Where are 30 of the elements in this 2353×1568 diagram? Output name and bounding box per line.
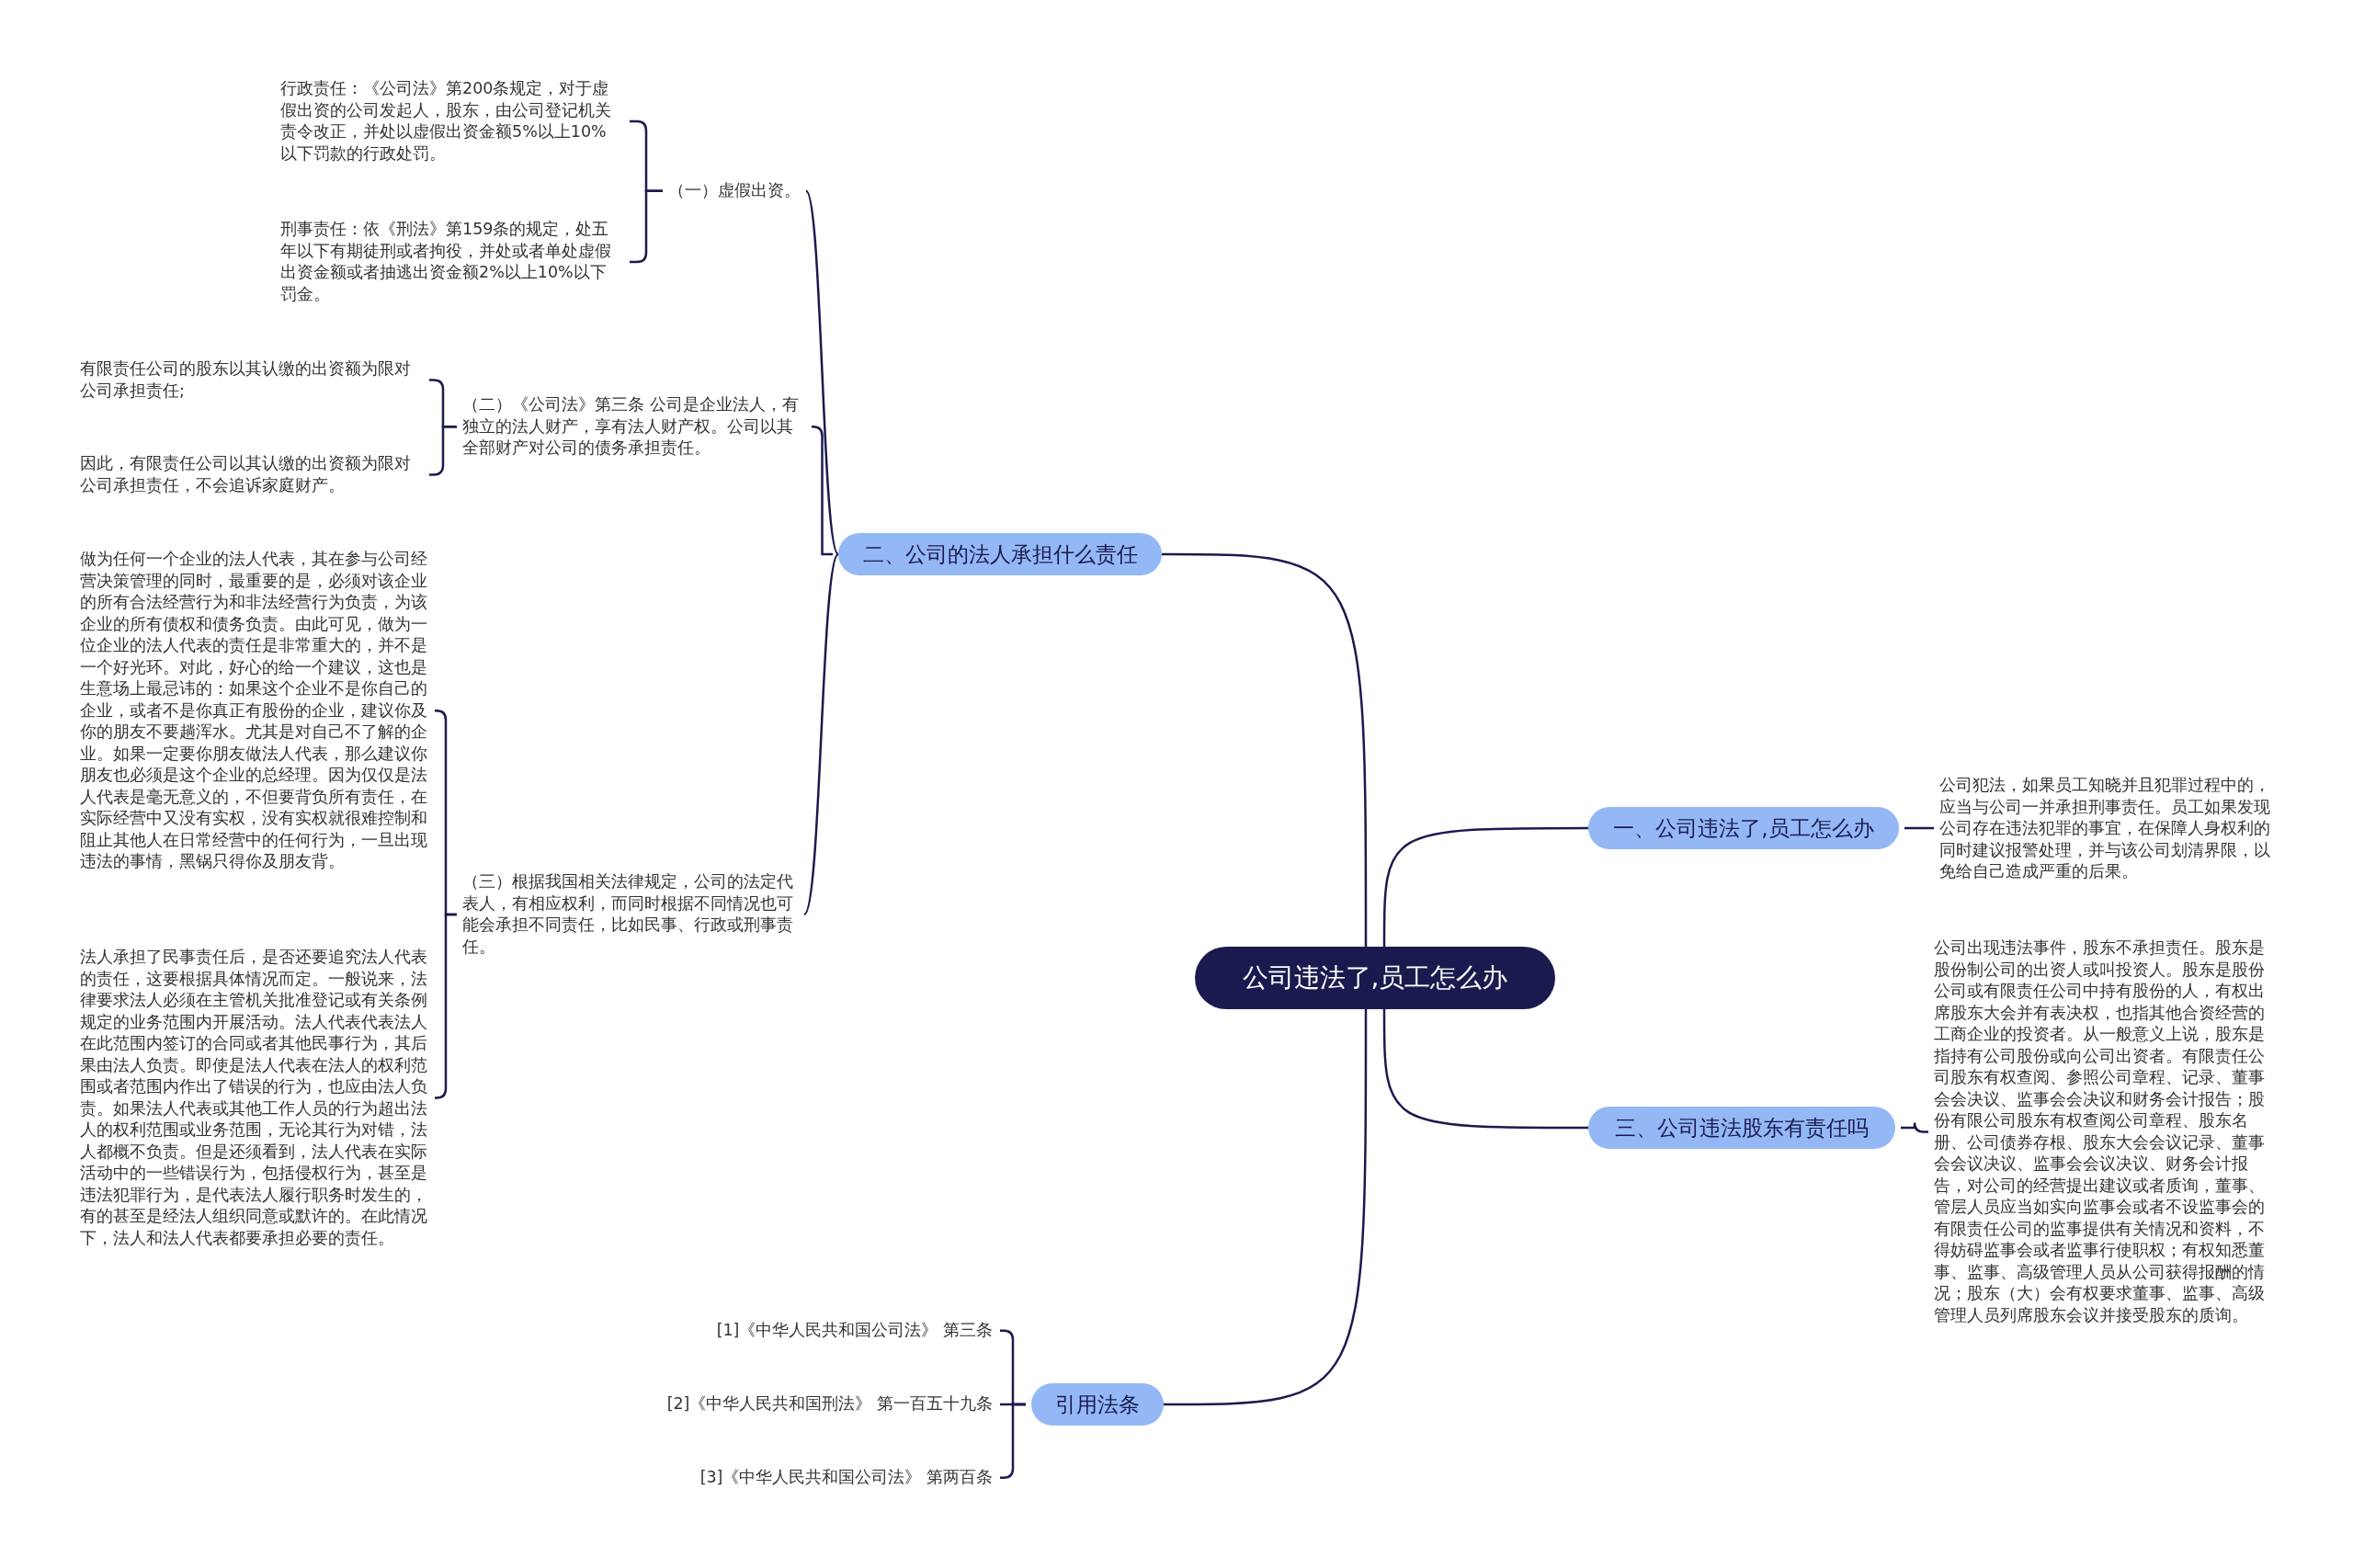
reference-text: [3]《中华人民共和国公司法》 第两百条 [515,1467,993,1489]
note-text: 公司犯法，如果员工知晓并且犯罪过程中的，应当与公司一并承担刑事责任。员工如果发现公司存在违法犯罪的事宜，在保障人身权利的同时建议报警处理，并与该公司划清界限，以免给自己造成严重的后果。 [1939,775,2281,883]
connector-line [1382,1009,1588,1130]
note-text: 因此，有限责任公司以其认缴的出资额为限对公司承担责任，不会追诉家庭财产。 [80,453,422,496]
connector-line [804,190,840,555]
note-text: 公司出现违法事件，股东不承担责任。股东是股份制公司的出资人或叫投资人。股东是股份公司或有限责任公司中持有股份的人，有权出席股东大会并有表决权，也指其他合资经营的工商企业的投资者。从一般意义上说，股东是指持有公司股份或向公司出资者。有限责任公司股东有权查阅、参照公司章程、记录、董事会会决议、监事会会决议和财务会计报告；股份有限公司股东有权查阅公司章程、股东名册、公司债券存根、股东大会会议记录、董事会会议决议、监事会会议决议、财务会计报告，对公司的经营提出建议或者质询，董事、管层人员应当如实向监事会或者不设监事会的有限责任公司的监事提供有关情况和资料，不得妨碍监事会或者监事行使职权；有权知悉董事、监事、高级管理人员从公司获得报酬的情况；股东（大）会有权要求董事、监事、高级管理人员列席股东会议并接受股东的质询。 [1934,937,2276,1326]
connector-line [1162,552,1368,947]
note-text: （三）根据我国相关法律规定，公司的法定代表人，有相应权利，而同时根据不同情况也可能会承担不同责任，比如民事、行政或刑事责任。 [462,871,804,958]
topic-pill: 二、公司的法人承担什么责任 [838,533,1162,575]
connector-line [1901,1121,1928,1133]
topic-pill: 一、公司违法了,员工怎么办 [1588,807,1899,849]
note-text: 做为任何一个企业的法人代表，其在参与公司经营决策管理的同时，最重要的是，必须对该企业的所有合法经营行为和非法经营行为负责，为该企业的所有债权和债务负责。由此可见，做为一位企业的法人代表的责任是非常重大的，并不是一个好光环。对此，好心的给一个建议，这也是生意场上最忌讳的：如果这个企业不是你自己的企业，或者不是你真正有股份的企业，建议你及你的朋友不要趟浑水。尤其是对自己不了解的企业。如果一定要你朋友做法人代表，那么建议你朋友也必须是这个企业的总经理。因为仅仅是法人代表是毫无意义的，不但要背负所有责任，在实际经营中又没有实权，没有实权就很难控制和阻止其他人在日常经营中的任何行为，一旦出现违法的事情，黑锅只得你及朋友背。 [80,549,427,873]
connector-line [429,426,457,476]
connector-line [1904,826,1934,830]
reference-text: [1]《中华人民共和国公司法》 第三条 [515,1320,993,1342]
topic-pill: 三、公司违法股东有责任吗 [1588,1107,1895,1149]
connector-line [1164,1009,1368,1406]
connector-line [435,913,457,1099]
central-topic: 公司违法了,员工怎么办 [1195,947,1555,1009]
connector-line [1382,826,1588,947]
note-text: （一）虚假出资。 [668,180,806,202]
note-text: 行政责任：《公司法》第200条规定，对于虚假出资的公司发起人，股东，由公司登记机关责令改正，并处以虚假出资金额5%以上10%以下罚款的行政处罚。 [280,78,622,165]
reference-text: [2]《中华人民共和国刑法》 第一百五十九条 [515,1393,993,1415]
note-text: （二）《公司法》第三条 公司是企业法人，有独立的法人财产，享有法人财产权。公司以其全部财产对公司的债务承担责任。 [462,394,804,460]
note-text: 有限责任公司的股东以其认缴的出资额为限对公司承担责任; [80,358,422,402]
note-text: 刑事责任：依《刑法》第159条的规定，处五年以下有期徒刑或者拘役，并处或者单处虚假出资金额或者抽逃出资金额2%以上10%以下罚金。 [280,219,622,305]
note-text: 法人承担了民事责任后，是否还要追究法人代表的责任，这要根据具体情况而定。一般说来，法律要求法人必须在主管机关批准登记或有关条例规定的业务范围内开展活动。法人代表代表法人在此范围内签订的合同或者其他民事行为，其后果由法人负责。即使是法人代表在法人的权利范围或者范围内作出了错误的行为，也应由法人负责。如果法人代表或其他工作人员的行为超出法人的权利范围或业务范围，无论其行为对错，法人都概不负责。但是还须看到，法人代表在实际活动中的一些错误行为，包括侵权行为，甚至是违法犯罪行为，是代表法人履行职务时发生的，有的甚至是经法人组织同意或默许的。在此情况下，法人和法人代表都要承担必要的责任。 [80,947,427,1249]
connector-line [811,426,833,556]
connector-line [802,553,840,915]
topic-pill: 引用法条 [1031,1383,1164,1426]
